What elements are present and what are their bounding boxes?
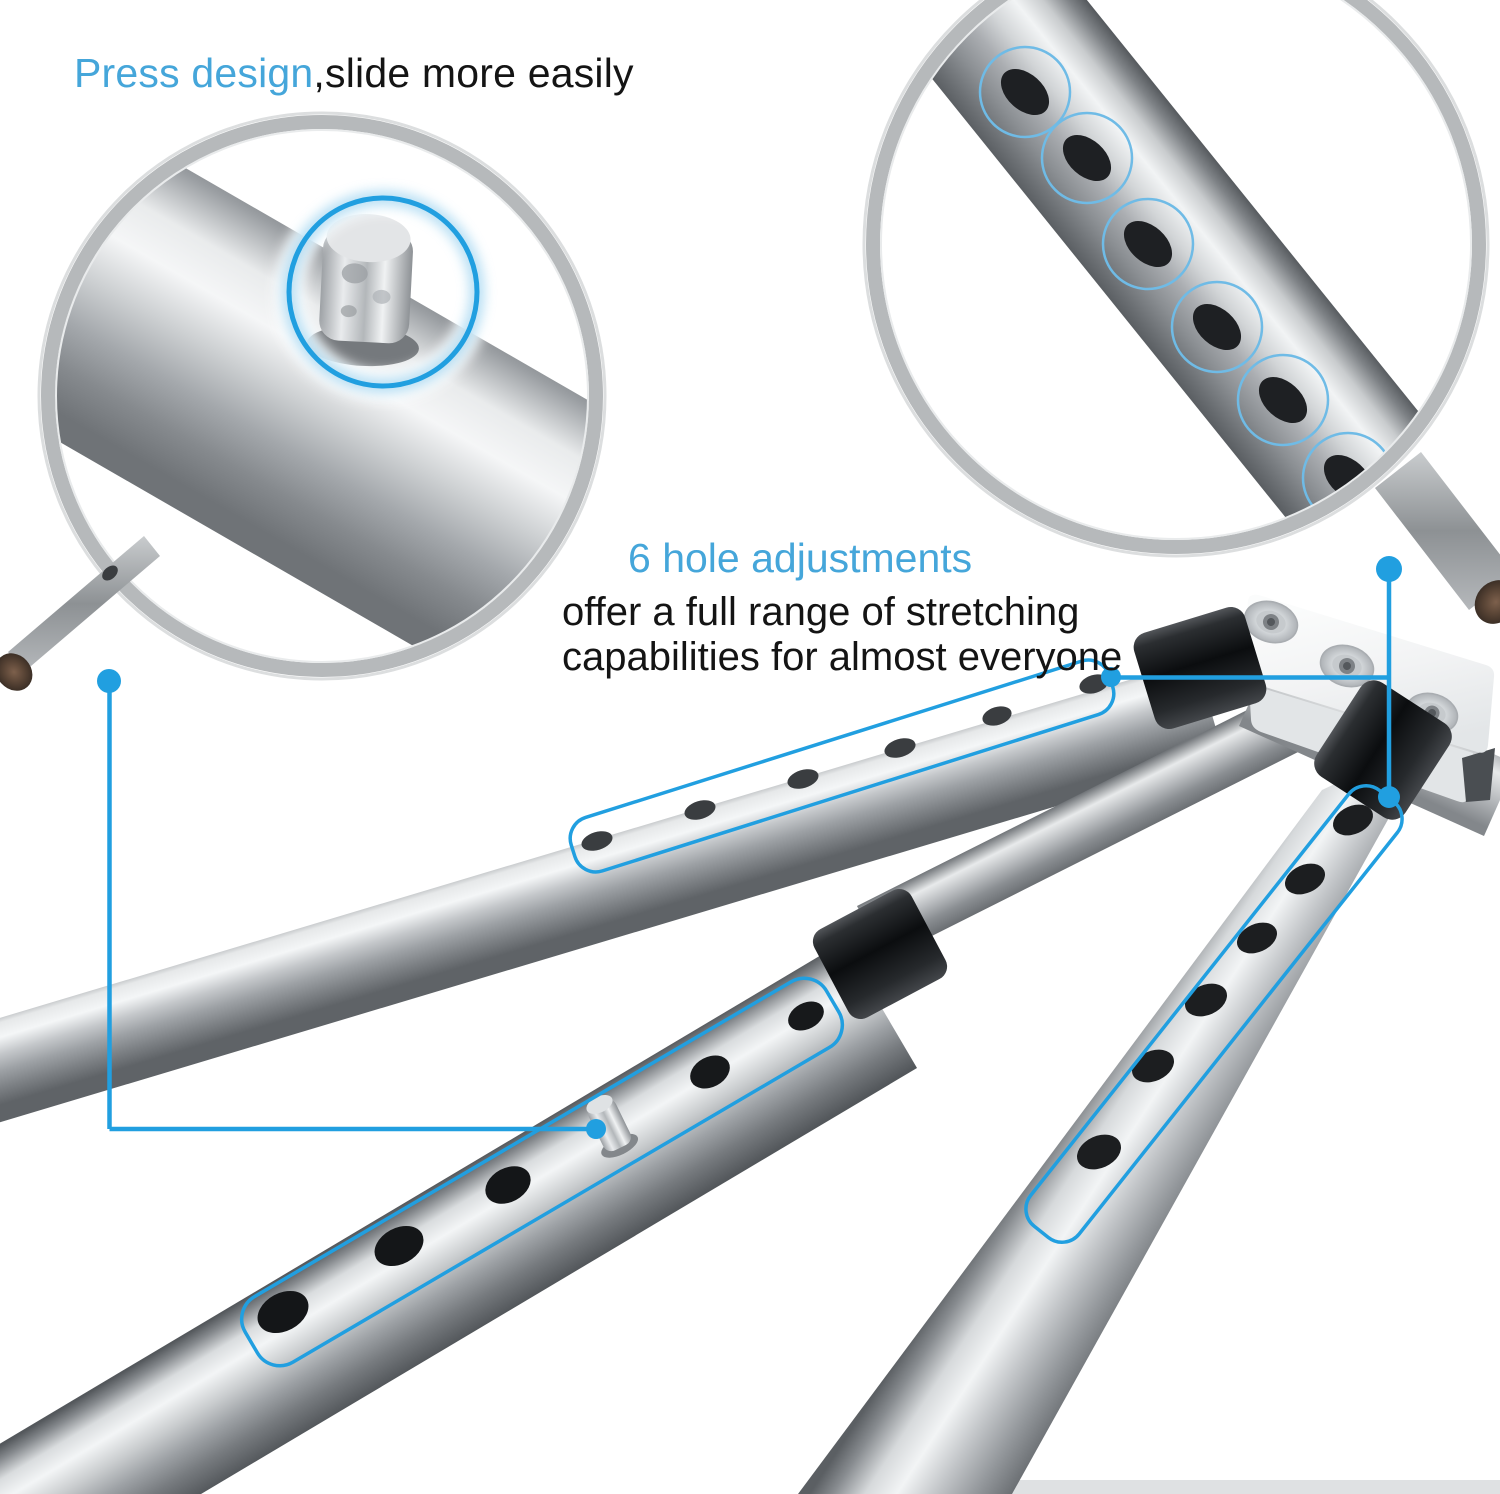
callout-dot [586,1119,606,1139]
caption-hole-adjustments-line2: capabilities for almost everyone [562,635,1123,679]
callout-dot [1376,556,1402,582]
pole-right-holes [1077,804,1374,1170]
locking-collar-left [1133,606,1267,730]
caption-press-design-rest: ,slide more easily [313,50,634,96]
lens-rim [866,0,1486,554]
press-pin-magnified [307,214,419,367]
caption-press-design: Press design,slide more easily [74,50,634,97]
pole-middle-inner-section [857,685,1324,960]
adjustment-hole [884,738,916,758]
right-magnifier-lens [862,0,1490,558]
adjustment-hole [1236,922,1278,954]
adjustment-hole [581,831,613,851]
bracket-sleeve-opening [1462,748,1495,802]
hole-range-outline-middle [239,976,845,1368]
adjustment-hole [787,769,819,789]
adjustment-hole [1192,303,1242,351]
callout-hole-adjustments [1101,556,1402,808]
lens-rim [41,115,603,677]
callout-dot [97,669,121,693]
adjustment-hole [1123,220,1173,268]
locking-collar-middle [812,888,948,1020]
pole-middle-holes [257,1001,824,1334]
caption-hole-adjustments: 6 hole adjustments offer a full range of… [562,536,1122,680]
adjustment-hole [1000,68,1050,116]
pole-middle [0,942,917,1494]
adjustment-hole [102,565,118,581]
locking-collar-right [1314,680,1452,820]
adjustment-hole [1332,804,1374,836]
left-magnifier-lens [37,111,607,681]
callout-dot [1101,667,1121,687]
caption-hole-adjustments-title: 6 hole adjustments [628,535,973,581]
adjustment-hole [257,1290,309,1334]
pole-upper-left [0,660,1224,1123]
adjustment-hole [1258,376,1308,424]
callout-press-design [97,669,606,1139]
adjustment-hole [1131,1049,1175,1083]
left-lens-source-pole [0,536,160,691]
pole-right [798,737,1434,1494]
press-pin-highlight-ring [286,195,480,389]
adjustment-hole [788,1001,824,1031]
adjustment-hole [1062,134,1112,182]
adjustment-hole [374,1225,424,1267]
pole-end-cap [1474,580,1500,624]
caption-press-design-highlight: Press design [74,50,314,96]
magnified-tube [55,129,589,663]
adjustment-hole [1077,1134,1121,1170]
bottom-edge-object [1005,1480,1500,1494]
adjustment-hole [982,706,1012,726]
caption-hole-adjustments-line1: offer a full range of stretching [562,590,1080,634]
pole-end-cap [0,653,33,691]
adjustment-hole [684,800,716,820]
adjustment-hole [485,1166,531,1204]
right-lens-source-pole [1375,452,1500,624]
pole-upper-left-holes [581,674,1109,851]
bracket-screw [1243,600,1299,644]
adjustment-hole [1184,983,1228,1017]
adjustment-hole [1284,863,1326,895]
adjustment-hole [690,1055,730,1089]
callout-dot [1378,786,1400,808]
magnified-holes [1000,68,1373,502]
